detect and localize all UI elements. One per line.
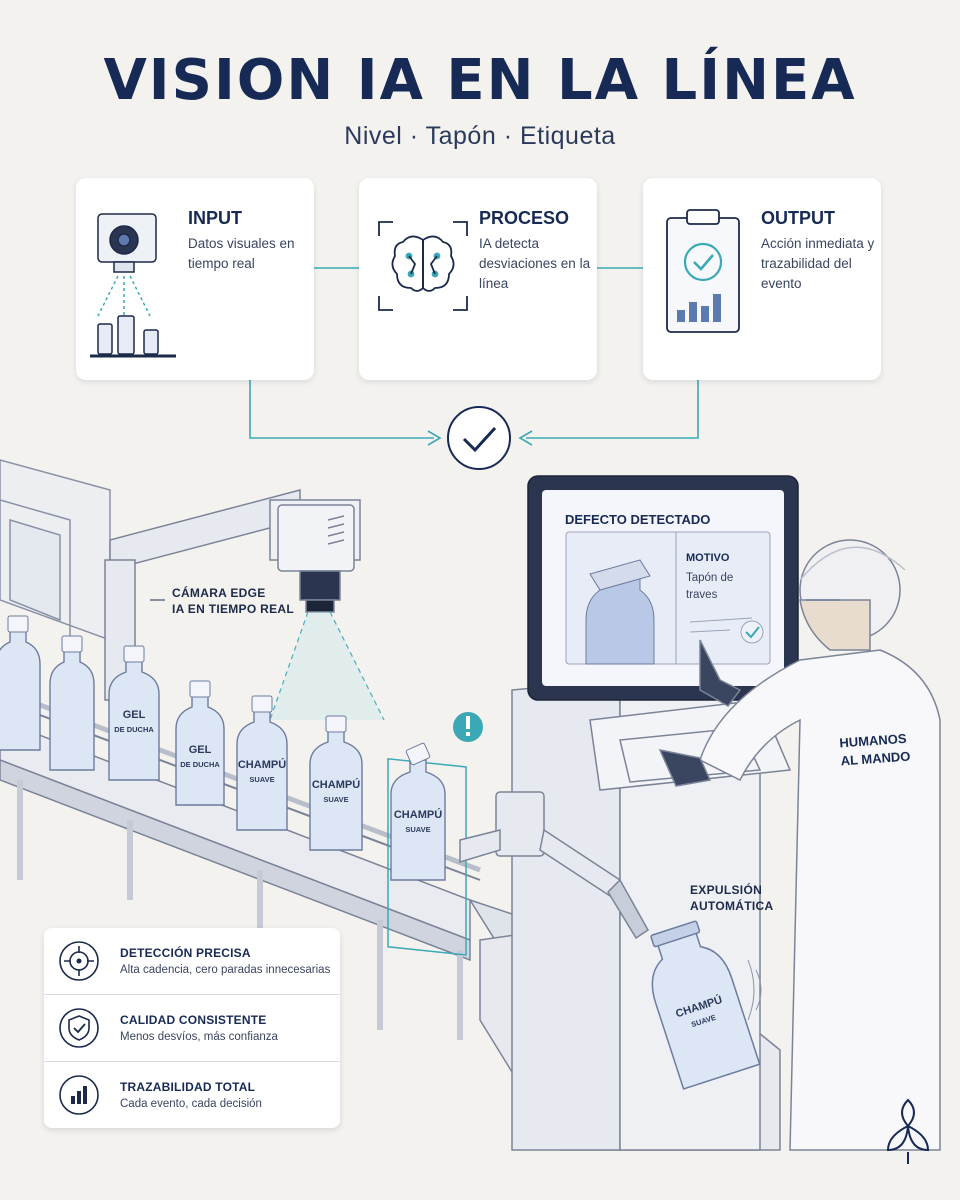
bottle-label: SUAVE	[323, 795, 348, 804]
bottle	[390, 742, 446, 881]
flow-card-input: INPUT Datos visuales en tiempo real	[76, 178, 314, 380]
screen-reason: Tapón de traves	[686, 572, 734, 601]
page-subtitle: Nivel · Tapón · Etiqueta	[344, 122, 616, 150]
benefit-desc: Cada evento, cada decisión	[120, 1098, 262, 1110]
bottle-label: GEL	[123, 709, 146, 721]
ejected-bottle-label: CHAMPÚ	[674, 993, 724, 1020]
page-title: VISION IA EN LA LÍNEA	[103, 48, 857, 113]
divider	[44, 1061, 340, 1062]
bottle	[236, 695, 288, 831]
ejection-label: EXPULSIÓN AUTOMÁTICA	[690, 883, 774, 913]
target-icon	[59, 941, 99, 981]
benefit-title: TRAZABILIDAD TOTAL	[120, 1080, 256, 1094]
benefit-item: DETECCIÓN PRECISA Alta cadencia, cero pa…	[44, 928, 340, 994]
divider	[44, 994, 340, 995]
bottle-label: DE DUCHA	[114, 725, 154, 734]
benefit-desc: Menos desvíos, más confianza	[120, 1031, 278, 1043]
bottle	[175, 680, 225, 806]
flow-card-output: OUTPUT Acción inmediata y trazabilidad d…	[643, 178, 881, 380]
bottle-label: CHAMPÚ	[238, 758, 286, 771]
bar-chart-icon	[59, 1075, 99, 1115]
benefits-panel: DETECCIÓN PRECISA Alta cadencia, cero pa…	[44, 928, 340, 1128]
flow-card-title: PROCESO	[479, 208, 570, 228]
screen-motivo: MOTIVO	[686, 552, 730, 564]
bottle-label: DE DUCHA	[180, 760, 220, 769]
brain-icon	[378, 221, 468, 311]
benefit-title: CALIDAD CONSISTENTE	[120, 1013, 267, 1027]
flow-card-title: OUTPUT	[761, 208, 835, 228]
ejected-bottle-label: SUAVE	[690, 1013, 717, 1029]
bottle	[0, 615, 41, 751]
bottle-label: CHAMPÚ	[394, 808, 442, 821]
camera-icon	[90, 213, 176, 358]
bottle	[49, 635, 95, 771]
flow-card-title: INPUT	[188, 208, 242, 228]
benefit-item: TRAZABILIDAD TOTAL Cada evento, cada dec…	[44, 1062, 340, 1128]
benefit-title: DETECCIÓN PRECISA	[120, 946, 251, 960]
bottle	[309, 715, 363, 851]
flow-card-desc: Datos visuales en tiempo real	[188, 236, 295, 271]
benefit-desc: Alta cadencia, cero paradas innecesarias	[120, 964, 331, 976]
flow-card-process: PROCESO IA detecta desviaciones en la lí…	[359, 178, 597, 380]
bottle-label: CHAMPÚ	[312, 778, 360, 791]
shield-check-icon	[59, 1008, 99, 1048]
bottle-label: SUAVE	[405, 825, 430, 834]
bottle-label: GEL	[189, 744, 212, 756]
clipboard-check-icon	[666, 209, 740, 333]
flow-card-desc: IA detecta desviaciones en la línea	[479, 236, 591, 291]
bottle	[108, 645, 160, 781]
operator-label: HUMANOS AL MANDO	[838, 730, 911, 769]
bottle-label: SUAVE	[249, 775, 274, 784]
flow-card-desc: Acción inmediata y trazabilidad del even…	[761, 236, 875, 291]
benefit-item: CALIDAD CONSISTENTE Menos desvíos, más c…	[44, 995, 340, 1061]
camera-label: CÁMARA EDGE IA EN TIEMPO REAL	[172, 586, 294, 616]
screen-title: DEFECTO DETECTADO	[565, 512, 711, 527]
